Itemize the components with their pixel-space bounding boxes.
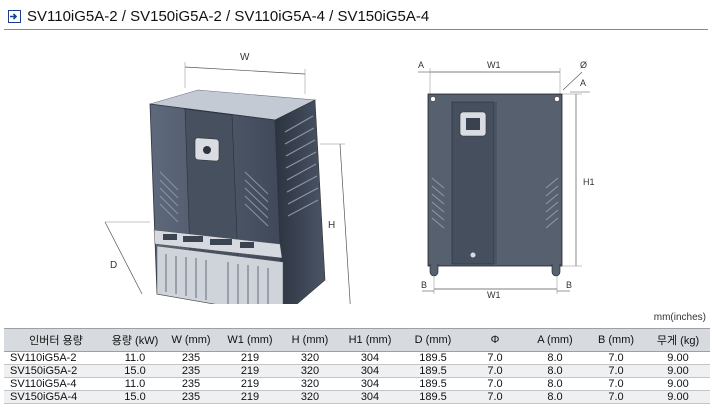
b-right-label: B [566,280,572,290]
cell: 189.5 [400,351,466,365]
cell: 189.5 [400,377,466,391]
spec-table-header: 인버터 용량 용량 (kW) W (mm) W1 (mm) H (mm) H1 … [4,328,710,352]
cell: 9.00 [646,351,710,365]
col-header: H (mm) [280,328,340,352]
cell: 11.0 [108,377,162,391]
cell: 304 [340,351,400,365]
col-header: 용량 (kW) [108,328,162,352]
table-row: SV150iG5A-4 15.0 235 219 320 304 189.5 7… [4,390,710,404]
h-label: H [328,220,335,231]
unit-note: mm(inches) [653,312,706,323]
cell: 304 [340,364,400,378]
a-top-label: A [418,60,424,70]
cell: 235 [162,364,220,378]
cell: 7.0 [466,351,524,365]
cell: 8.0 [524,364,586,378]
cell-model: SV110iG5A-2 [4,351,108,365]
col-header: 무게 (kg) [646,328,710,352]
cell: 235 [162,377,220,391]
cell: 7.0 [466,390,524,404]
phi-label: Ø [580,60,587,70]
cell: 8.0 [524,351,586,365]
cell: 320 [280,364,340,378]
page-title: SV110iG5A-2 / SV150iG5A-2 / SV110iG5A-4 … [8,6,429,26]
col-header: H1 (mm) [340,328,400,352]
col-header: D (mm) [400,328,466,352]
b-left-label: B [421,280,427,290]
cell: 189.5 [400,364,466,378]
cell-model: SV110iG5A-4 [4,377,108,391]
cell: 304 [340,377,400,391]
cell: 320 [280,377,340,391]
cell: 7.0 [586,377,646,391]
arrow-into-box-icon [8,9,21,23]
cell: 7.0 [586,390,646,404]
w-label: W [240,52,250,63]
cell: 9.00 [646,364,710,378]
col-header: 인버터 용량 [4,328,108,352]
w1-bottom-label: W1 [487,290,501,300]
col-header: W (mm) [162,328,220,352]
cell: 11.0 [108,351,162,365]
cell: 320 [280,351,340,365]
cell: 219 [220,364,280,378]
d-label: D [110,260,117,271]
title-divider [4,29,708,30]
cell: 7.0 [466,364,524,378]
w1-top-label: W1 [487,60,501,70]
cell: 235 [162,390,220,404]
dimension-drawing: W [104,52,595,304]
cell: 15.0 [108,390,162,404]
cell: 15.0 [108,364,162,378]
cell: 219 [220,377,280,391]
col-header: Φ [466,328,524,352]
cell: 8.0 [524,390,586,404]
table-row: SV110iG5A-4 11.0 235 219 320 304 189.5 7… [4,377,710,391]
isometric-view: W [104,52,351,304]
cell: 7.0 [586,364,646,378]
title-text: SV110iG5A-2 / SV150iG5A-2 / SV110iG5A-4 … [27,7,430,25]
table-row: SV150iG5A-2 15.0 235 219 320 304 189.5 7… [4,364,710,378]
cell: 320 [280,390,340,404]
front-view: W1 A Ø A [418,60,595,300]
cell: 9.00 [646,390,710,404]
col-header: B (mm) [586,328,646,352]
col-header: A (mm) [524,328,586,352]
cell-model: SV150iG5A-2 [4,364,108,378]
a-right-label: A [580,78,586,88]
spec-table: 인버터 용량 용량 (kW) W (mm) W1 (mm) H (mm) H1 … [4,328,710,404]
h1-label: H1 [583,177,595,187]
cell: 7.0 [586,351,646,365]
cell: 235 [162,351,220,365]
col-header: W1 (mm) [220,328,280,352]
cell: 8.0 [524,377,586,391]
cell: 189.5 [400,390,466,404]
cell: 304 [340,390,400,404]
cell-model: SV150iG5A-4 [4,390,108,404]
cell: 9.00 [646,377,710,391]
cell: 219 [220,351,280,365]
cell: 219 [220,390,280,404]
cell: 7.0 [466,377,524,391]
table-row: SV110iG5A-2 11.0 235 219 320 304 189.5 7… [4,351,710,365]
